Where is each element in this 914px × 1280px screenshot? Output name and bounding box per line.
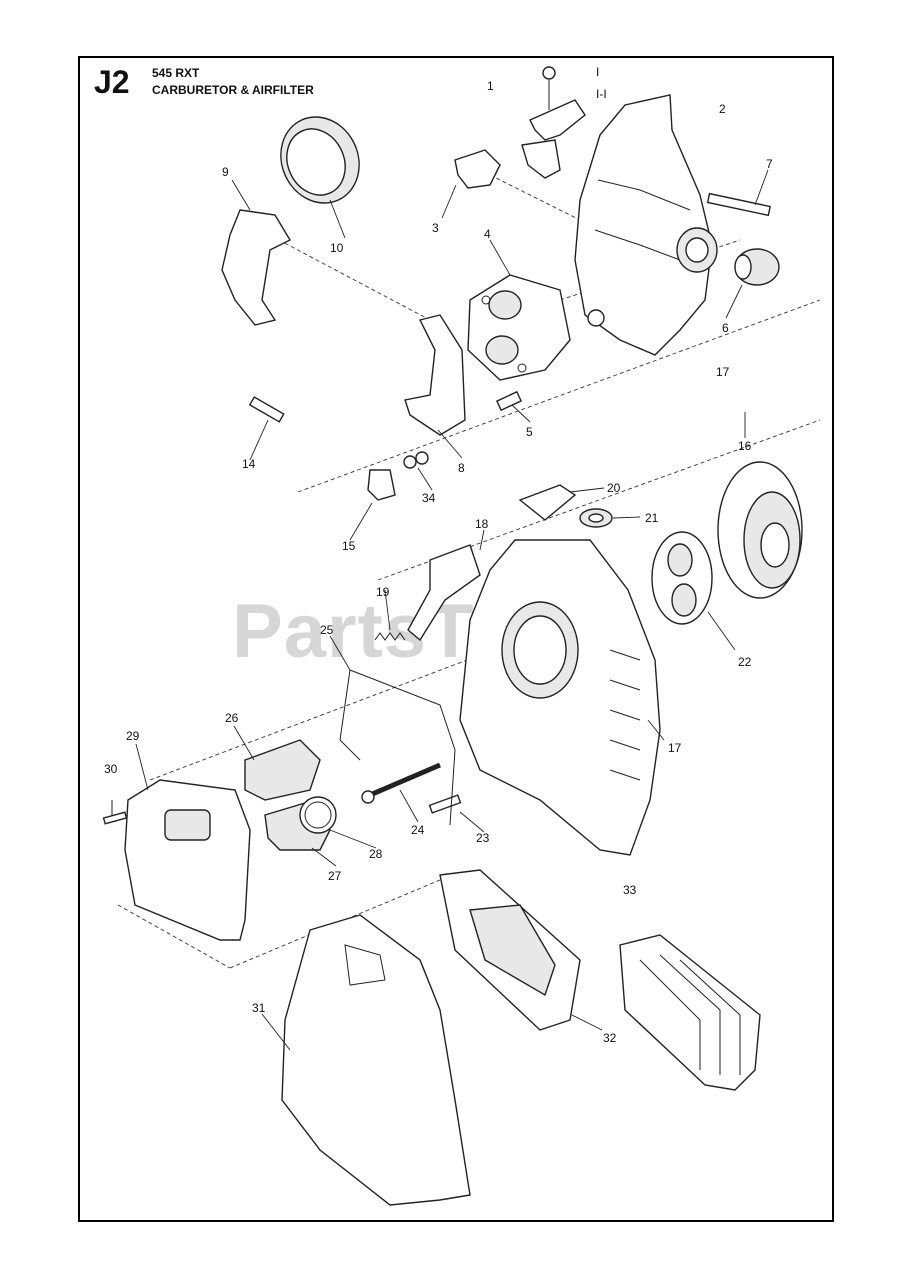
callout-3: 3 [432,221,439,235]
part-15-hose [367,469,396,501]
part-4-intake [467,274,571,381]
callout-29: 29 [126,729,140,743]
callout-32: 32 [603,1031,617,1045]
part-17-cover [459,539,661,856]
diagram-title: CARBURETOR & AIRFILTER [152,83,314,97]
callout-17-bottom: 17 [668,741,682,755]
callout-18: 18 [475,517,489,531]
callout-9: 9 [222,165,229,179]
part-32-air-filter [439,869,581,1031]
callout-14: 14 [242,457,256,471]
callout-25: 25 [320,623,334,637]
callout-4: 4 [484,227,491,241]
part-20-clip [518,484,577,521]
callout-24: 24 [411,823,425,837]
diagram-frame [78,56,834,1222]
part-22-plate [651,531,713,625]
callout-10: 10 [330,241,344,255]
callout-31: 31 [252,1001,266,1015]
part-7-rod [706,192,771,217]
callout-21: 21 [645,511,659,525]
callout-27: 27 [328,869,342,883]
callout-1: 1 [487,79,494,93]
callout-28: 28 [369,847,383,861]
diagram-code: J2 [94,64,130,100]
callout-5: 5 [526,425,533,439]
callout-15: 15 [342,539,356,553]
part-24-bolt [361,762,441,804]
callout-7: 7 [766,157,773,171]
leader-lines [135,169,769,1051]
part-10-ring [280,116,360,204]
part-30-screw [102,800,128,825]
callout-34: 34 [422,491,436,505]
part-25-wire [339,669,456,826]
callout-labels: 1 2 3 4 5 6 7 8 9 10 14 15 16 17 17 18 1… [104,79,773,1045]
callout-8: 8 [458,461,465,475]
callout-33: 33 [623,883,637,897]
part-23-screw [428,794,462,814]
part-18-lever [407,544,481,642]
callout-2: 2 [719,102,726,116]
callout-26: 26 [225,711,239,725]
svg-text:I: I [596,65,599,79]
part-16-cover [717,461,803,599]
part-2-housing [574,94,718,356]
part-14-pin [248,396,285,423]
svg-text:I-I: I-I [596,87,607,101]
part-34-clips [403,451,429,469]
callout-20: 20 [607,481,621,495]
part-31-cover [281,914,471,1206]
callout-23: 23 [476,831,490,845]
part-3-clip [454,149,501,189]
callout-17-top: 17 [716,365,730,379]
model-number: 545 RXT [152,66,200,80]
part-28-ring [299,796,337,834]
part-21-grommet [579,508,613,528]
callout-19: 19 [376,585,390,599]
part-6-primer [734,248,780,286]
part-9-bracket [221,209,291,326]
callout-22: 22 [738,655,752,669]
part-8-bracket [404,314,466,436]
part-1-bracket: I I-I [521,65,607,179]
part-29-cover [124,779,251,941]
part-5-pin [495,390,523,412]
part-19-spring [374,632,406,641]
callout-6: 6 [722,321,729,335]
part-26-filter [244,739,321,801]
callout-30: 30 [104,762,118,776]
callout-16: 16 [738,439,752,453]
part-33-filter-grid [619,934,761,1091]
